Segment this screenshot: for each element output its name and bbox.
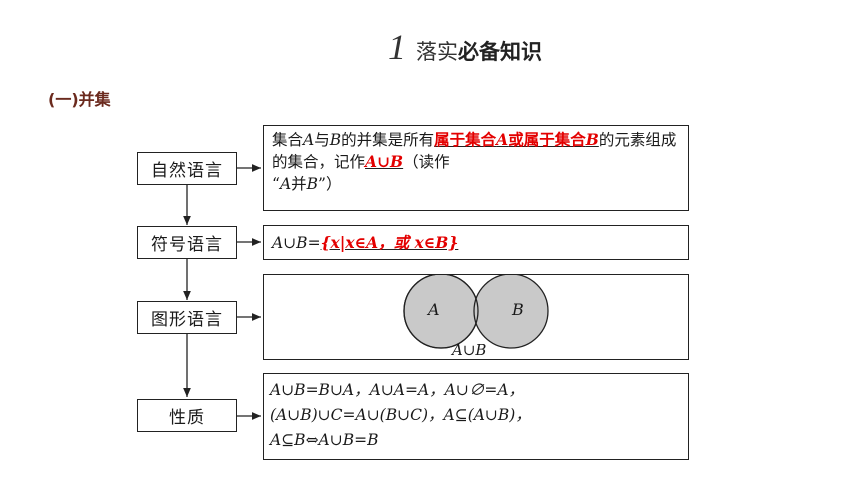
answer-blank-1: 属于集合A或属于集合B — [434, 130, 599, 149]
text: 集合 — [272, 131, 304, 149]
var-a: A — [279, 175, 292, 193]
venn-caption: A∪B — [452, 341, 487, 359]
symbol-language-content: A∪B={x|x∈A，或 x∈B} — [263, 225, 689, 260]
answer-blank-2: A∪B — [365, 152, 404, 171]
property-line-2: (A∪B)∪C=A∪(B∪C)，A⊆(A∪B)， — [270, 406, 531, 424]
text: 与 — [314, 131, 330, 149]
answer-blank-3: {x|x∈A，或 x∈B} — [320, 233, 459, 252]
title-bold: 必备知识 — [458, 40, 542, 64]
text: 属于集合 — [434, 130, 497, 149]
text: （读作 — [403, 153, 450, 171]
property-line-3: A⊆B⇔A∪B=B — [270, 431, 379, 449]
label-symbol-language: 符号语言 — [137, 226, 237, 259]
text: 的元素组成的集合，记作 — [272, 131, 677, 171]
text: ”） — [318, 175, 342, 193]
property-line-1: A∪B=B∪A，A∪A=A，A∪∅=A， — [270, 381, 525, 399]
page-title: 1 落实 必备知识 — [388, 26, 542, 67]
var-b: B — [585, 130, 599, 149]
var-a: A — [303, 131, 315, 149]
venn-label-b: B — [512, 300, 524, 319]
label-property: 性质 — [137, 399, 237, 432]
text: 或属于集合 — [508, 130, 586, 149]
union-lhs: A∪B= — [272, 234, 321, 252]
label-graphic-language: 图形语言 — [137, 301, 237, 334]
venn-label-a: A — [428, 300, 440, 319]
venn-diagram — [403, 275, 549, 349]
var-b: B — [306, 175, 319, 193]
var-a: A — [496, 130, 509, 149]
text: 的并集是所有 — [341, 131, 435, 149]
circle-b — [473, 275, 549, 349]
label-natural-language: 自然语言 — [137, 152, 237, 185]
var-b: B — [329, 131, 342, 149]
text: 并 — [291, 175, 307, 193]
section-title: (一)并集 — [48, 90, 111, 109]
title-light: 落实 — [416, 40, 458, 64]
property-content: A∪B=B∪A，A∪A=A，A∪∅=A， (A∪B)∪C=A∪(B∪C)，A⊆(… — [263, 373, 689, 460]
natural-language-content: 集合A与B的并集是所有属于集合A或属于集合B的元素组成的集合，记作A∪B（读作 … — [263, 125, 689, 211]
title-number: 1 — [388, 27, 406, 67]
text: “ — [272, 175, 280, 193]
graphic-language-content: A B A∪B — [263, 274, 689, 360]
